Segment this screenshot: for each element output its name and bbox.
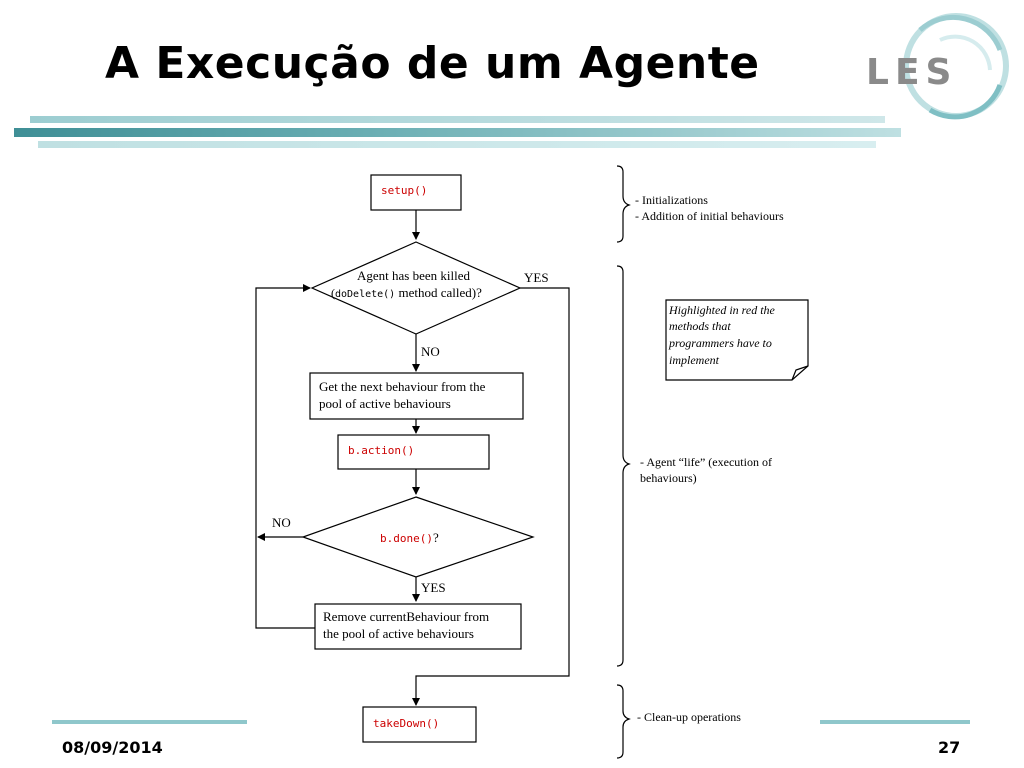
logo-text: LES <box>866 52 957 93</box>
note-line1: Highlighted in red the <box>668 303 776 317</box>
no-label-2: NO <box>272 515 291 530</box>
note-box <box>665 299 809 381</box>
takedown-box <box>362 706 477 743</box>
remove-line2: the pool of active behaviours <box>323 626 474 641</box>
note-line2: methods that <box>669 319 731 333</box>
remove-line1: Remove currentBehaviour from <box>323 609 489 624</box>
page-number: 27 <box>938 738 961 757</box>
header-bar-main <box>14 128 901 137</box>
init-line2: - Addition of initial behaviours <box>635 209 784 223</box>
les-logo: LES <box>860 10 1010 120</box>
action-box <box>337 434 490 470</box>
get-next-line2: pool of active behaviours <box>319 396 451 411</box>
brace-init <box>616 165 631 243</box>
done-label: b.done()? <box>380 530 439 545</box>
arrow-yes-to-takedown <box>412 287 570 706</box>
yes-label-2: YES <box>421 580 446 595</box>
cleanup-line: - Clean-up operations <box>637 710 741 724</box>
note-fold <box>791 365 809 381</box>
action-label: b.action() <box>348 444 414 457</box>
get-next-box <box>309 372 524 420</box>
takedown-label: takeDown() <box>373 717 439 730</box>
header-bar-top <box>30 116 885 123</box>
remove-box <box>314 603 522 650</box>
note-line3: programmers have to <box>668 336 772 350</box>
setup-label: setup() <box>381 184 427 197</box>
setup-box <box>370 174 462 211</box>
yes-label: YES <box>524 270 549 285</box>
footer-date: 08/09/2014 <box>62 738 163 757</box>
life-line2: behaviours) <box>640 471 697 485</box>
note-line4: implement <box>669 353 720 367</box>
life-line1: - Agent “life” (execution of <box>640 455 772 469</box>
decision-killed-line1: Agent has been killed <box>357 268 470 283</box>
no-label: NO <box>421 344 440 359</box>
footer-bar-right <box>820 720 970 724</box>
brace-cleanup <box>616 684 631 759</box>
header-bar-bottom <box>38 141 876 148</box>
slide-title: A Execução de um Agente <box>105 38 760 89</box>
arrow-loop-back <box>255 284 315 629</box>
decision-killed-line2: (doDelete() method called)? <box>331 285 482 300</box>
brace-life <box>616 265 631 667</box>
footer-bar-left <box>52 720 247 724</box>
init-line1: - Initializations <box>635 193 708 207</box>
get-next-line1: Get the next behaviour from the <box>319 379 486 394</box>
